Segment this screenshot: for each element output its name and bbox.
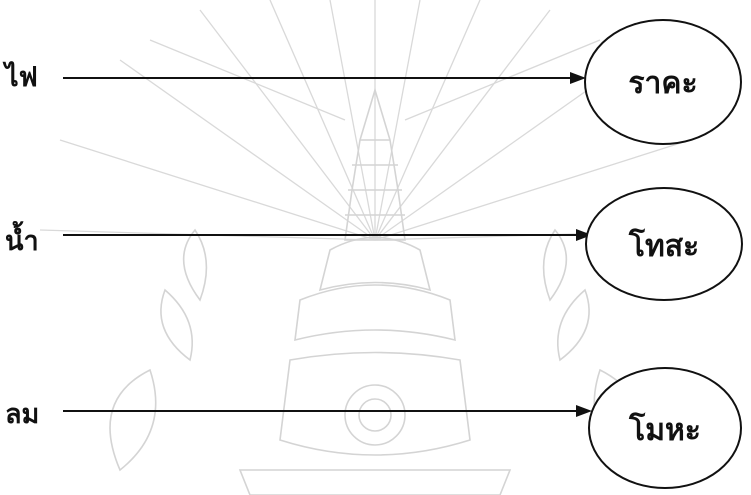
target-label-moha: โมหะ	[628, 411, 701, 448]
target-label-raga: ราคะ	[628, 66, 697, 101]
target-label-dosa: โทสะ	[628, 227, 699, 264]
arrow-head	[570, 72, 586, 84]
source-label-wind: ลม	[5, 399, 39, 430]
source-label-water: น้ำ	[5, 220, 39, 257]
relation-row: ไฟ ราคะ	[2, 20, 741, 144]
source-label-fire: ไฟ	[2, 61, 38, 93]
